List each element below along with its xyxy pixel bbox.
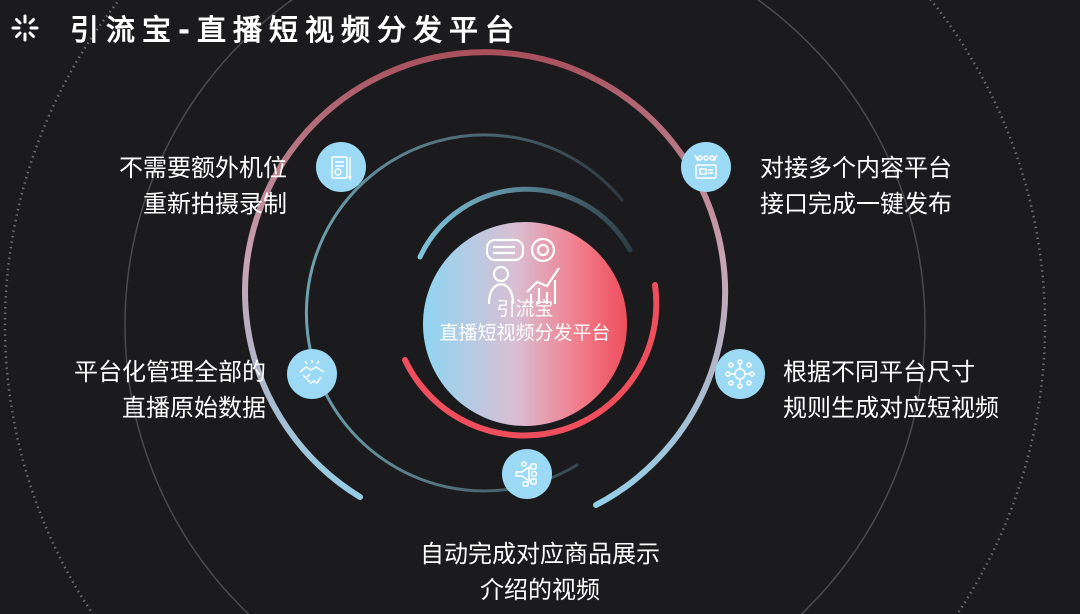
node-top-left — [316, 142, 366, 192]
center-subtitle: 直播短视频分发平台 — [439, 322, 611, 344]
feature-line: 自动完成对应商品展示 — [420, 540, 660, 568]
center-label: 引流宝 直播短视频分发平台 — [423, 297, 627, 345]
page-header: 引流宝-直播短视频分发平台 — [10, 6, 521, 50]
feature-line: 不需要额外机位 — [119, 154, 287, 182]
feature-mid-left: 平台化管理全部的 直播原始数据 — [74, 354, 266, 426]
feature-line: 重新拍摄录制 — [143, 190, 287, 218]
analytics-presenter-icon — [485, 237, 560, 305]
node-mid-right — [715, 349, 765, 399]
node-bottom — [502, 449, 552, 499]
feature-line: 平台化管理全部的 — [74, 358, 266, 386]
asterisk-burst-icon — [11, 14, 39, 42]
document-pen-icon — [331, 156, 352, 182]
feature-line: 接口完成一键发布 — [760, 190, 952, 218]
network-hub-icon — [725, 359, 755, 389]
center-hub — [423, 222, 627, 426]
megaphone-products-icon — [515, 461, 538, 487]
handshake-icon — [299, 360, 325, 384]
outer-arc — [242, 49, 729, 508]
feature-line: 对接多个内容平台 — [760, 154, 952, 182]
feature-top-right: 对接多个内容平台 接口完成一键发布 — [760, 150, 952, 222]
feature-line: 直播原始数据 — [122, 394, 266, 422]
audience-stage-icon — [694, 154, 718, 179]
center-title: 引流宝 — [496, 298, 554, 320]
middle-arc — [304, 133, 624, 493]
feature-top-left: 不需要额外机位 重新拍摄录制 — [119, 150, 287, 222]
feature-line: 根据不同平台尺寸 — [783, 358, 975, 386]
page-title: 引流宝-直播短视频分发平台 — [70, 13, 522, 47]
feature-bottom: 自动完成对应商品展示 介绍的视频 — [340, 536, 740, 608]
thin-outer-ring — [124, 0, 926, 614]
feature-line: 介绍的视频 — [480, 576, 600, 604]
inner-red-arc — [402, 282, 660, 439]
feature-line: 规则生成对应短视频 — [783, 394, 999, 422]
inner-blue-arc — [417, 186, 633, 260]
node-top-right — [681, 142, 731, 192]
dotted-outer-ring — [3, 0, 1047, 614]
node-mid-left — [287, 349, 337, 399]
feature-mid-right: 根据不同平台尺寸 规则生成对应短视频 — [783, 354, 999, 426]
